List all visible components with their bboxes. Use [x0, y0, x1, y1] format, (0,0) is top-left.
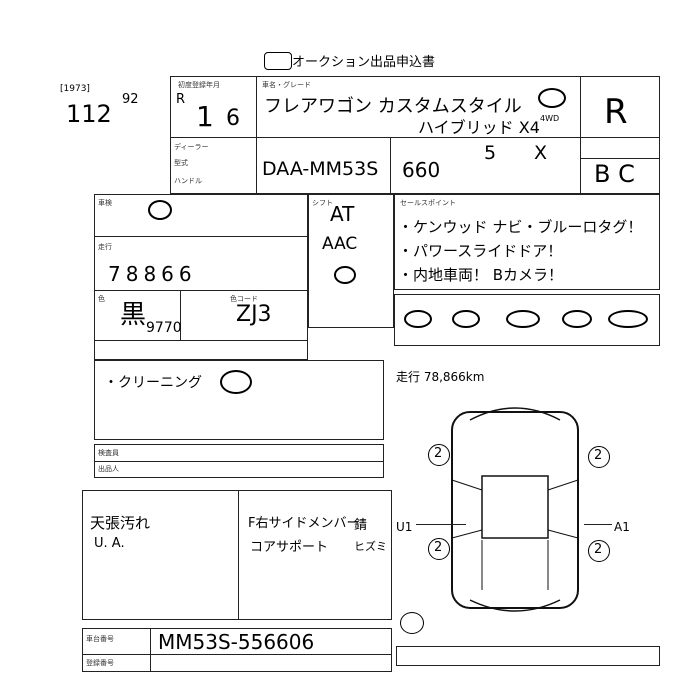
label-owner: 車検 — [98, 199, 112, 207]
model-name: フレアワゴン カスタムスタイル — [264, 96, 522, 117]
door-mark: X — [534, 142, 548, 164]
top-block — [170, 76, 660, 194]
shift-block — [308, 194, 394, 328]
note-core-support: コアサポート — [250, 540, 329, 555]
lot-number: 112 — [66, 100, 112, 128]
lot-note: 92 — [122, 92, 139, 107]
tire-front-right — [588, 446, 610, 468]
label-color-code: 色コード — [230, 295, 258, 303]
label-year: 初度登録年月 — [178, 81, 220, 89]
odometer-note: 走行 78,866km — [396, 370, 485, 384]
tire-rear-left-value: 2 — [434, 540, 443, 555]
doors: 5 — [484, 142, 497, 164]
label-model: 車名・グレード — [262, 81, 311, 89]
note-front-side-member: F右サイドメンバー — [248, 516, 360, 531]
option-circle — [334, 266, 356, 284]
fuel-mark — [400, 612, 424, 634]
diagram-mark-a1: A1 — [614, 520, 630, 534]
car-tail — [469, 599, 561, 612]
label-entry: 出品人 — [98, 465, 119, 473]
shift: AT — [330, 202, 355, 226]
equipment-block — [394, 294, 660, 346]
tire-rear-left — [428, 538, 450, 560]
label-sales-points: セールスポイント — [400, 199, 456, 207]
year: 1 — [196, 100, 214, 133]
tire-front-left — [428, 444, 450, 466]
tire-rear-right-value: 2 — [594, 542, 603, 557]
engine-cc: 660 — [402, 158, 441, 182]
equip-oval-5 — [608, 310, 648, 328]
note-rust: 錆 — [354, 518, 368, 533]
note-stain: 天張汚れ — [90, 514, 151, 532]
label-color: 色 — [98, 295, 105, 303]
bottom-check-row — [396, 646, 660, 666]
car-roof — [481, 475, 549, 539]
car-diagram — [451, 407, 579, 612]
drive-icon — [538, 88, 566, 108]
info-block — [94, 194, 308, 360]
comments-block — [82, 490, 392, 620]
color: 黒 — [120, 300, 147, 330]
chassis-number: MM53S-556606 — [158, 630, 315, 654]
equip-oval-4 — [562, 310, 592, 328]
note-scratch: ヒズミ — [354, 540, 387, 553]
sales-points-block — [394, 194, 660, 290]
grade: ハイブリッド X4 — [418, 118, 540, 137]
sheet-ref: [1973] — [60, 84, 90, 94]
notes-block — [94, 360, 384, 440]
sales-point-1: ・ケンウッド ナビ・ブルーロタグ！ — [398, 218, 643, 236]
equip-oval-2 — [452, 310, 480, 328]
label-handle: ハンドル — [174, 177, 202, 185]
equip-oval-3 — [506, 310, 540, 328]
form-title: オークション出品申込書 — [292, 55, 436, 70]
month: 6 — [226, 106, 240, 131]
era: R — [176, 92, 186, 107]
label-inspection: 検査員 — [98, 449, 119, 457]
interior-grade: B C — [594, 160, 635, 188]
label-mileage: 走行 — [98, 243, 112, 251]
car-hood — [469, 407, 561, 421]
cleaning-circle — [220, 370, 252, 394]
owner-circle — [148, 200, 172, 220]
auction-logo — [264, 52, 292, 70]
label-model-code: 型式 — [174, 159, 188, 167]
diagram-mark-u1: U1 — [396, 520, 413, 534]
mileage: 78866 — [108, 262, 197, 286]
sales-point-2: ・パワースライドドア！ — [398, 242, 563, 260]
model-code: DAA-MM53S — [262, 158, 379, 180]
color-code: ZJ3 — [236, 302, 272, 327]
car-body — [451, 411, 579, 609]
label-shift: シフト — [312, 199, 333, 207]
drive-label: 4WD — [540, 114, 560, 123]
note-ua: U. A. — [94, 536, 125, 551]
sales-point-3: ・内地車両！ Bカメラ！ — [398, 266, 564, 284]
score: R — [604, 92, 628, 132]
tire-front-right-value: 2 — [594, 448, 603, 463]
chassis-block — [82, 628, 392, 672]
tire-front-left-value: 2 — [434, 446, 443, 461]
label-dealer: ディーラー — [174, 143, 209, 151]
aircon: AAC — [322, 234, 358, 254]
color-sub: 9770 — [146, 320, 182, 336]
tire-rear-right — [588, 540, 610, 562]
label-chassis: 車台番号 — [86, 635, 114, 643]
equip-oval-1 — [404, 310, 432, 328]
note-cleaning: ・クリーニング — [104, 375, 202, 391]
label-dealer-no: 登録番号 — [86, 659, 114, 667]
